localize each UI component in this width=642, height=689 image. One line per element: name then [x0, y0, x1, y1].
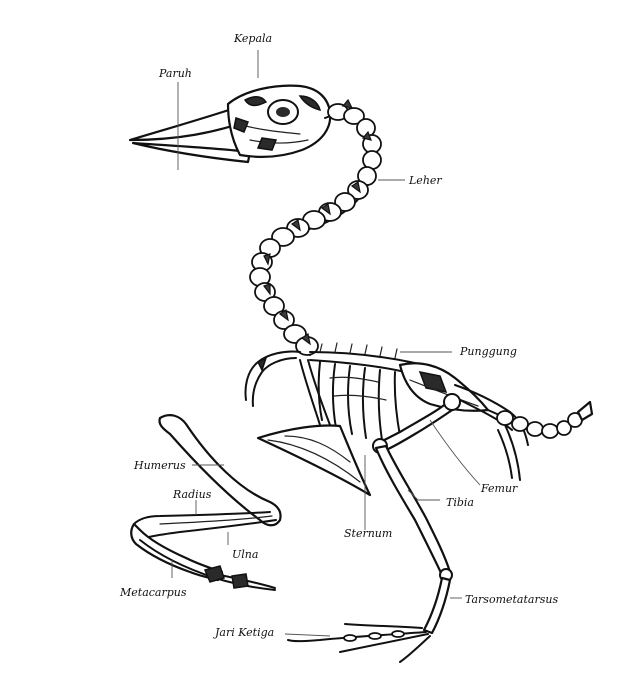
tail-vertebrae — [487, 400, 594, 439]
label-leher: Leher — [409, 174, 442, 187]
leg-bones — [287, 393, 461, 663]
label-radius: Radius — [173, 488, 212, 501]
neck-vertebrae — [249, 98, 382, 356]
label-paruh: Paruh — [159, 67, 192, 80]
label-tarsometatarsus: Tarsometatarsus — [465, 593, 559, 606]
label-metacarpus: Metacarpus — [120, 586, 187, 599]
label-humerus: Humerus — [134, 459, 186, 472]
label-ulna: Ulna — [232, 548, 259, 561]
label-femur: Femur — [481, 482, 518, 495]
label-kepala: Kepala — [234, 32, 273, 45]
label-punggung: Punggung — [460, 345, 517, 358]
wing-bones — [130, 414, 282, 591]
leader-lines — [171, 50, 481, 637]
sternum-bone — [256, 359, 372, 497]
label-sternum: Sternum — [344, 527, 393, 540]
skull — [128, 84, 332, 164]
label-tibia: Tibia — [446, 496, 474, 509]
label-jari-ketiga: Jari Ketiga — [215, 626, 275, 639]
